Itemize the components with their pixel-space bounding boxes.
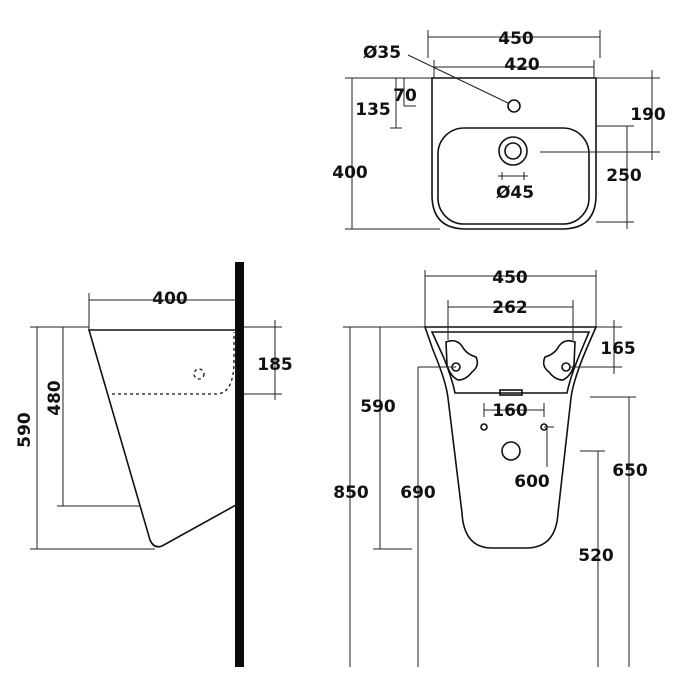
- dim-front-690: 690: [400, 483, 436, 503]
- dim-front-590: 590: [360, 397, 396, 417]
- top-view-bowl: [437, 127, 590, 225]
- left-waste-hole: [480, 423, 488, 431]
- wall: [235, 262, 244, 667]
- top-view-outline: [431, 77, 597, 230]
- dim-top-135: 135: [355, 100, 391, 120]
- outlet-hole: [501, 441, 521, 461]
- dim-tap-hole: Ø35: [363, 43, 401, 63]
- dim-top-400: 400: [332, 163, 368, 183]
- right-fixing-hole: [561, 362, 571, 372]
- dim-front-160: 160: [492, 401, 528, 421]
- side-view: 400 185 590 480: [15, 262, 293, 667]
- dim-side-590: 590: [15, 412, 35, 448]
- top-view: 450 420 Ø35 400 135 70 190 250 Ø45: [332, 29, 666, 230]
- dim-front-850: 850: [333, 483, 369, 503]
- left-fixing-bracket: [445, 339, 479, 381]
- dim-waste: Ø45: [496, 183, 534, 203]
- waste-inner: [504, 142, 522, 160]
- dim-front-450: 450: [492, 268, 528, 288]
- dim-front-262: 262: [492, 298, 528, 318]
- side-view-outline: [87, 329, 237, 548]
- dim-top-70: 70: [393, 86, 417, 106]
- dim-front-165: 165: [600, 339, 636, 359]
- dim-top-190: 190: [630, 105, 666, 125]
- overflow-hole: [193, 368, 205, 380]
- dim-side-400: 400: [152, 289, 188, 309]
- tap-hole: [507, 99, 521, 113]
- right-fixing-bracket: [542, 339, 576, 381]
- dim-top-450: 450: [498, 29, 534, 49]
- dim-side-480: 480: [45, 380, 65, 416]
- dim-front-650: 650: [612, 461, 648, 481]
- dim-front-600: 600: [514, 472, 550, 492]
- waste-outer: [498, 136, 528, 166]
- dim-top-250: 250: [606, 166, 642, 186]
- dim-top-420: 420: [504, 55, 540, 75]
- side-view-overflow: [112, 332, 235, 395]
- front-view: 450 262 165 160 590 850 690 600 650: [333, 268, 648, 667]
- dim-side-185: 185: [257, 355, 293, 375]
- dim-front-520: 520: [578, 546, 614, 566]
- overflow-slot: [499, 389, 523, 396]
- front-view-outline: [423, 326, 598, 549]
